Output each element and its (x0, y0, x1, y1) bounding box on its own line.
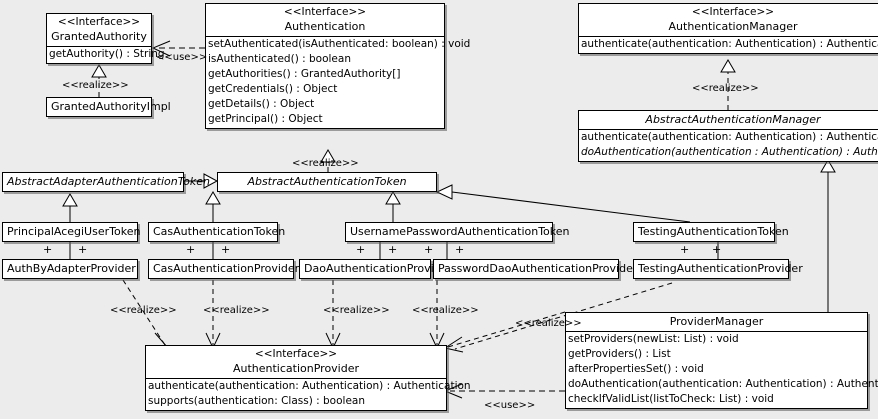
multiplicity-testing-right: + (712, 243, 722, 256)
member-row: doAuthentication(authentication : Authen… (581, 146, 878, 158)
multiplicity-userpass-right: + (388, 243, 398, 256)
edge-label-realize-grantedauthorityimpl: <<realize>> (62, 80, 129, 91)
member-row: setAuthenticated(isAuthenticated: boolea… (208, 38, 471, 50)
multiplicity-userpass-left: + (356, 243, 366, 256)
edge-label-realize-abstract-token-authentication: <<realize>> (292, 158, 359, 169)
class-name: GrantedAuthority (51, 30, 147, 43)
class-name: GrantedAuthorityImpl (51, 100, 171, 113)
class-cas-authentication-token[interactable]: CasAuthenticationToken (148, 222, 286, 242)
class-members: authenticate(authentication: Authenticat… (579, 130, 878, 161)
class-header: <<Interface>> Authentication (206, 4, 444, 37)
class-members: setProviders(newList: List) : void getPr… (566, 332, 878, 408)
class-members: authenticate(authentication: Authenticat… (579, 37, 878, 53)
class-cas-authentication-provider[interactable]: CasAuthenticationProvider (148, 259, 300, 279)
class-name: AbstractAdapterAuthenticationToken (7, 175, 210, 188)
class-name: ProviderManager (669, 315, 764, 328)
member-row: authenticate(authentication: Authenticat… (581, 131, 878, 143)
class-name: TestingAuthenticationProvider (638, 262, 803, 275)
class-name: DaoAuthenticationProvider (304, 262, 452, 275)
member-row: doAuthentication(authentication: Authent… (568, 378, 878, 390)
class-header: AbstractAuthenticationManager (579, 111, 878, 130)
member-row: checkIfValidList(listToCheck: List) : vo… (568, 393, 774, 405)
class-name: AbstractAuthenticationToken (247, 175, 407, 188)
class-name: CasAuthenticationToken (153, 225, 286, 238)
member-row: authenticate(authentication: Authenticat… (148, 380, 471, 392)
class-header: <<Interface>> GrantedAuthority (47, 14, 151, 47)
stereotype-label: <<Interface>> (57, 16, 141, 28)
class-granted-authority-impl[interactable]: GrantedAuthorityImpl (46, 97, 171, 117)
class-authentication[interactable]: <<Interface>> Authentication setAuthenti… (205, 3, 471, 129)
stereotype-label: <<Interface>> (283, 6, 367, 18)
member-row: getPrincipal() : Object (208, 113, 323, 125)
multiplicity-testing-left: + (680, 243, 690, 256)
class-header: <<Interface>> AuthenticationManager (579, 4, 878, 37)
multiplicity-principal-right: + (78, 243, 88, 256)
class-header: ProviderManager (566, 313, 867, 332)
class-abstract-authentication-token[interactable]: AbstractAuthenticationToken (217, 172, 437, 192)
class-abstract-authentication-manager[interactable]: AbstractAuthenticationManager authentica… (578, 110, 878, 162)
class-name: PrincipalAcegiUserToken (7, 225, 141, 238)
class-name: TestingAuthenticationToken (638, 225, 789, 238)
member-row: setProviders(newList: List) : void (568, 333, 739, 345)
class-name: AuthByAdapterProvider (7, 262, 136, 275)
stereotype-label: <<Interface>> (254, 348, 338, 360)
class-authentication-manager[interactable]: <<Interface>> AuthenticationManager auth… (578, 3, 878, 54)
class-testing-authentication-provider[interactable]: TestingAuthenticationProvider (633, 259, 803, 279)
member-row: authenticate(authentication: Authenticat… (581, 38, 878, 50)
multiplicity-cas-right: + (221, 243, 231, 256)
member-row: getAuthorities() : GrantedAuthority[] (208, 68, 401, 80)
class-auth-by-adapter-provider[interactable]: AuthByAdapterProvider (2, 259, 138, 279)
class-dao-authentication-provider[interactable]: DaoAuthenticationProvider (299, 259, 452, 279)
class-abstract-adapter-authentication-token[interactable]: AbstractAdapterAuthenticationToken (2, 172, 210, 192)
class-username-password-authentication-token[interactable]: UsernamePasswordAuthenticationToken (345, 222, 570, 242)
class-members: getAuthority() : String (47, 47, 165, 63)
class-provider-manager[interactable]: ProviderManager setProviders(newList: Li… (565, 312, 878, 409)
class-header: <<Interface>> AuthenticationProvider (146, 346, 446, 379)
class-name: AuthenticationManager (668, 20, 798, 33)
edge-label-use-providermanager-authenticationprovider: <<use>> (484, 400, 536, 411)
class-name: AuthenticationProvider (232, 362, 360, 375)
edge-label-realize-passworddao-provider: <<realize>> (412, 305, 479, 316)
member-row: afterPropertiesSet() : void (568, 363, 704, 375)
member-row: getDetails() : Object (208, 98, 315, 110)
class-granted-authority[interactable]: <<Interface>> GrantedAuthority getAuthor… (46, 13, 165, 64)
multiplicity-userpass-right2: + (455, 243, 465, 256)
edge-label-realize-provider-manager: <<realize>> (515, 318, 582, 329)
class-name: AbstractAuthenticationManager (645, 113, 821, 126)
class-password-dao-authentication-provider[interactable]: PasswordDaoAuthenticationProvider (433, 259, 638, 279)
multiplicity-principal-left: + (43, 243, 53, 256)
edge-label-realize-authbyadapter: <<realize>> (110, 305, 177, 316)
edge-label-realize-dao-provider: <<realize>> (323, 305, 390, 316)
class-authentication-provider[interactable]: <<Interface>> AuthenticationProvider aut… (145, 345, 471, 411)
member-row: getProviders() : List (568, 348, 671, 360)
multiplicity-cas-left: + (186, 243, 196, 256)
class-members: authenticate(authentication: Authenticat… (146, 379, 471, 410)
class-name: PasswordDaoAuthenticationProvider (438, 262, 638, 275)
class-principal-acegi-user-token[interactable]: PrincipalAcegiUserToken (2, 222, 141, 242)
edge-label-realize-abstract-auth-manager: <<realize>> (692, 83, 759, 94)
class-members: setAuthenticated(isAuthenticated: boolea… (206, 37, 471, 128)
class-name: CasAuthenticationProvider (153, 262, 300, 275)
member-row: getCredentials() : Object (208, 83, 338, 95)
stereotype-label: <<Interface>> (691, 6, 775, 18)
member-row: getAuthority() : String (49, 48, 165, 60)
edge-label-realize-cas-provider: <<realize>> (203, 305, 270, 316)
member-row: supports(authentication: Class) : boolea… (148, 395, 365, 407)
class-name: Authentication (284, 20, 366, 33)
edge-label-use-authentication-grantedauthority: <<use>> (156, 52, 208, 63)
class-testing-authentication-token[interactable]: TestingAuthenticationToken (633, 222, 789, 242)
member-row: isAuthenticated() : boolean (208, 53, 351, 65)
class-name: UsernamePasswordAuthenticationToken (350, 225, 570, 238)
multiplicity-userpass-left2: + (424, 243, 434, 256)
